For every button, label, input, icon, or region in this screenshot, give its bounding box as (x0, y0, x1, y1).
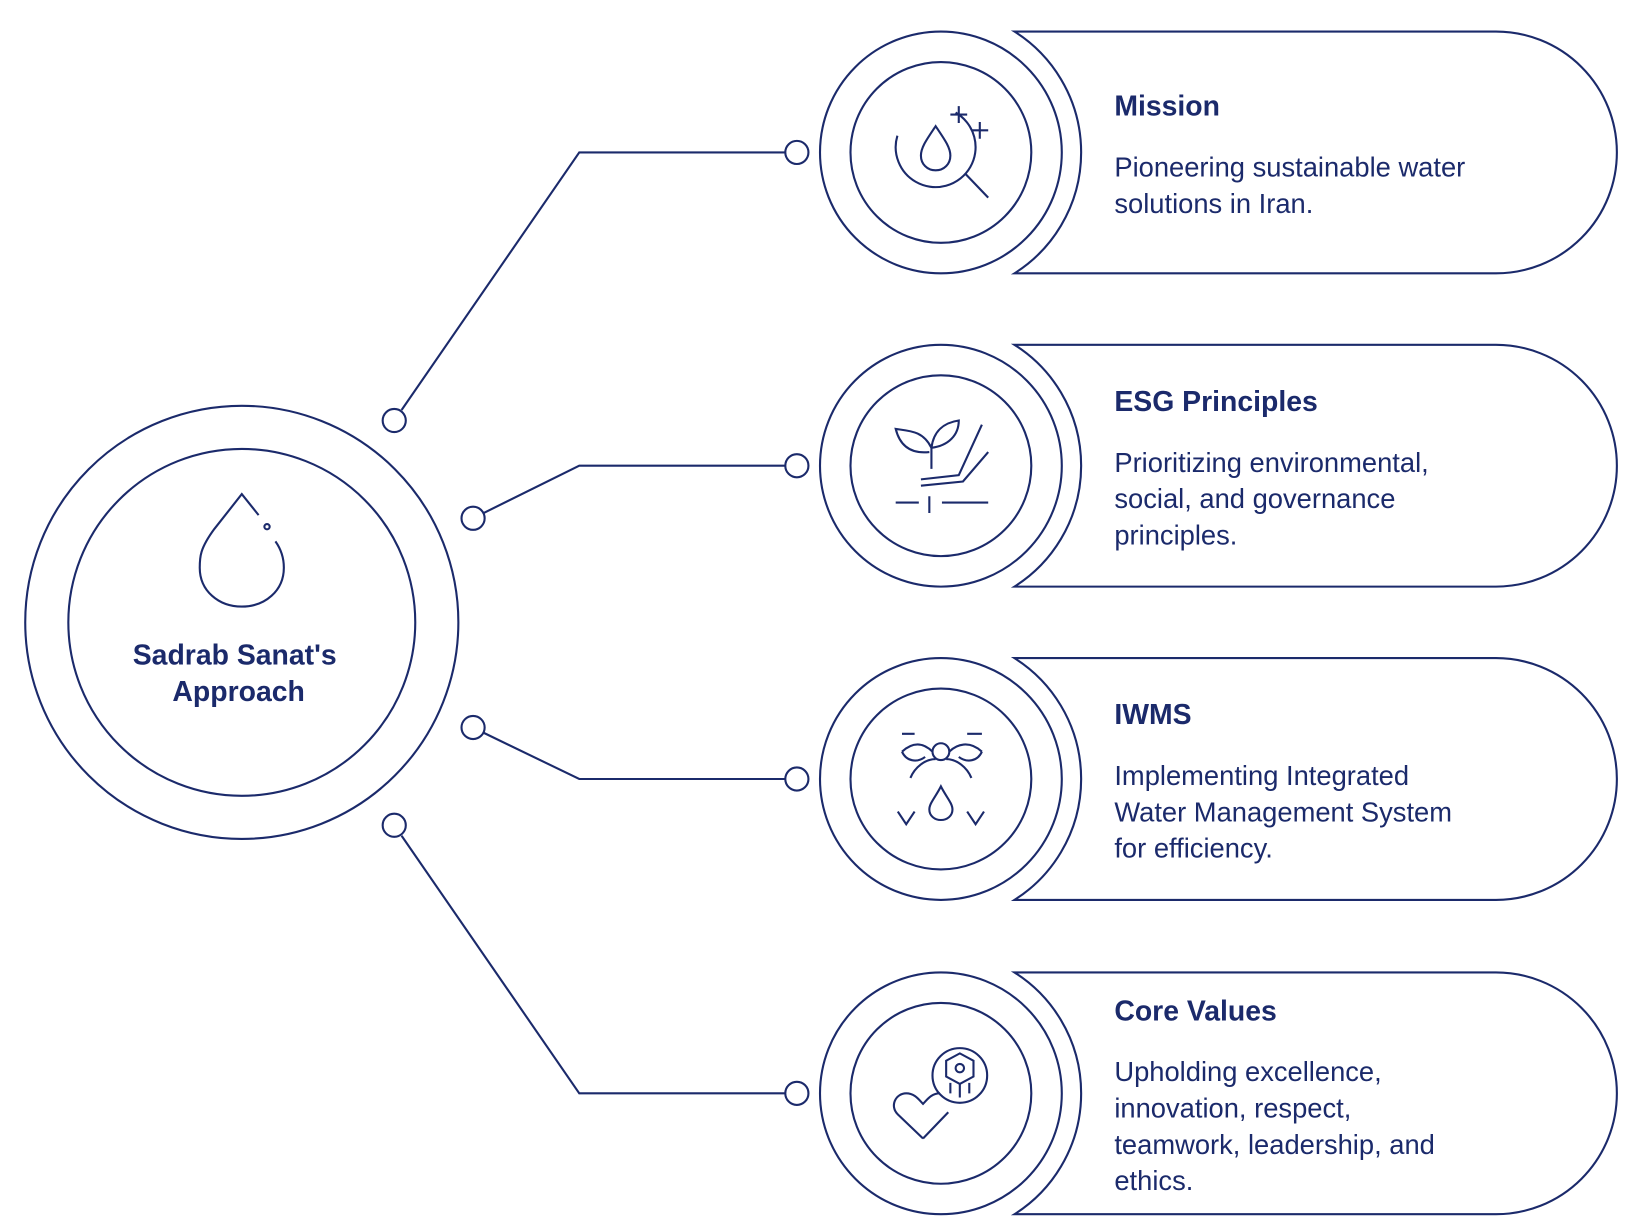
card-pill (1010, 657, 1618, 901)
plant-hand-icon (894, 419, 990, 514)
connector-node (784, 1080, 810, 1106)
card-outer-ring (818, 657, 1063, 901)
card-pill (1010, 343, 1618, 588)
card-inner-ring (849, 60, 1033, 244)
connector-node (460, 505, 486, 531)
water-system-icon (896, 732, 985, 827)
card-title: ESG Principles (1114, 386, 1317, 418)
connector-node (784, 139, 810, 166)
card-description: Upholding excellence,innovation, respect… (1114, 1056, 1435, 1196)
card-outer-ring (818, 343, 1063, 588)
connector-mission (400, 151, 786, 411)
card-description: Prioritizing environmental,social, and g… (1114, 447, 1428, 551)
connector-core-values (400, 835, 786, 1095)
connector-node (381, 812, 407, 838)
card-title: Core Values (1114, 995, 1276, 1027)
water-drop-icon (198, 492, 285, 608)
card-title: Mission (1114, 91, 1220, 123)
card-inner-ring (849, 687, 1033, 871)
card-outer-ring (818, 971, 1063, 1216)
connectors (381, 139, 810, 1106)
center-inner-ring (67, 447, 417, 797)
connector-node (381, 407, 407, 434)
center-label: Sadrab Sanat's Approach (133, 639, 345, 708)
card-inner-ring (849, 1001, 1033, 1185)
center-outer-ring (24, 404, 460, 840)
heart-badge-icon (892, 1047, 989, 1140)
center-hub: Sadrab Sanat's Approach (24, 404, 460, 840)
connector-node (784, 766, 810, 792)
connector-iwms (483, 731, 786, 781)
connector-esg (483, 464, 786, 514)
connector-node (460, 714, 486, 741)
connector-node (784, 453, 810, 479)
card-pill (1010, 30, 1618, 275)
card-pill (1010, 971, 1618, 1216)
card-outer-ring (818, 30, 1063, 275)
card-inner-ring (849, 374, 1033, 558)
card-title: IWMS (1114, 699, 1191, 731)
water-drop-search-icon (894, 106, 989, 199)
